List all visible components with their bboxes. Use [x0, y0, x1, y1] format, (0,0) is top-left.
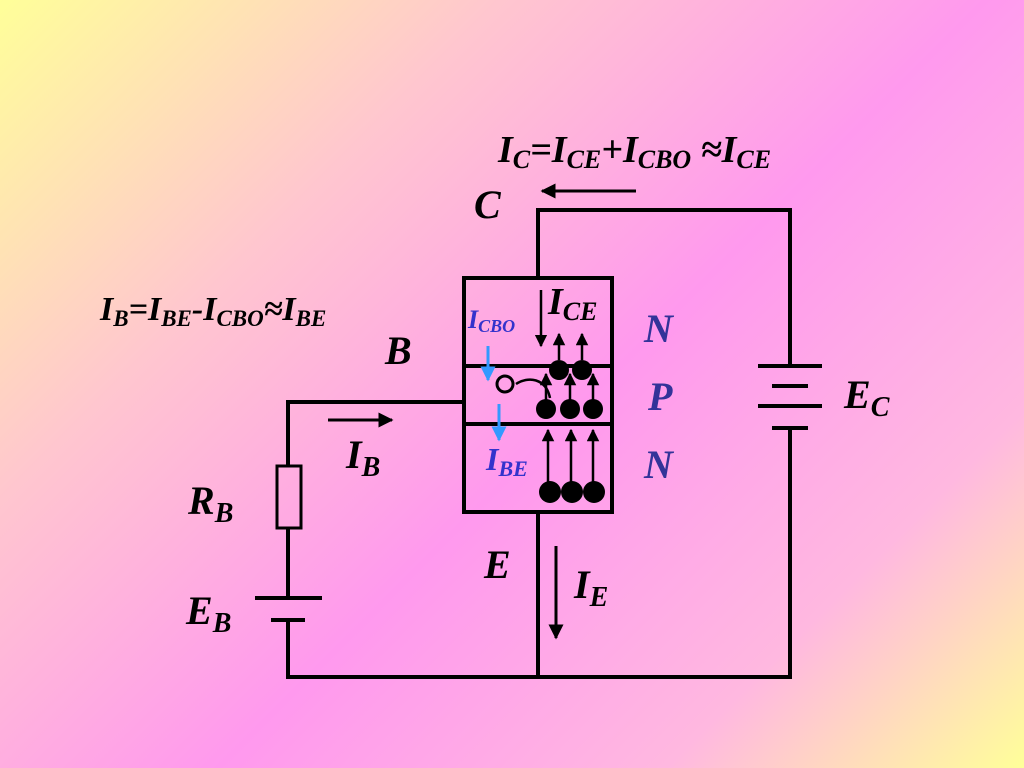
- ie-label: IE: [573, 562, 608, 613]
- hole-carrier: [495, 374, 515, 394]
- base-current-equation: IB=IBE-ICBO≈IBE: [99, 291, 326, 331]
- ibe-label: IBE: [485, 441, 528, 481]
- collector-terminal-label: C: [474, 182, 502, 227]
- base-battery: [255, 596, 322, 622]
- base-resistor: [275, 464, 303, 530]
- circuit-wires: [286, 208, 792, 679]
- ec-label: EC: [843, 372, 890, 423]
- region-n-bottom-label: N: [643, 442, 675, 487]
- ice-label: ICE: [547, 281, 597, 326]
- base-terminal-label: B: [384, 328, 412, 373]
- eb-label: EB: [185, 588, 231, 639]
- carrier-flow-arrows: [515, 290, 600, 486]
- carrier-electrons: [536, 360, 605, 503]
- region-n-top-label: N: [643, 306, 675, 351]
- collector-battery: [758, 364, 822, 430]
- ib-label: IB: [345, 432, 380, 483]
- region-p-label: P: [647, 374, 673, 419]
- emitter-terminal-label: E: [483, 542, 511, 587]
- icbo-label: ICBO: [467, 305, 515, 336]
- rb-label: RB: [187, 478, 233, 529]
- collector-current-equation: IC=ICE+ICBO ≈ICE: [497, 129, 771, 174]
